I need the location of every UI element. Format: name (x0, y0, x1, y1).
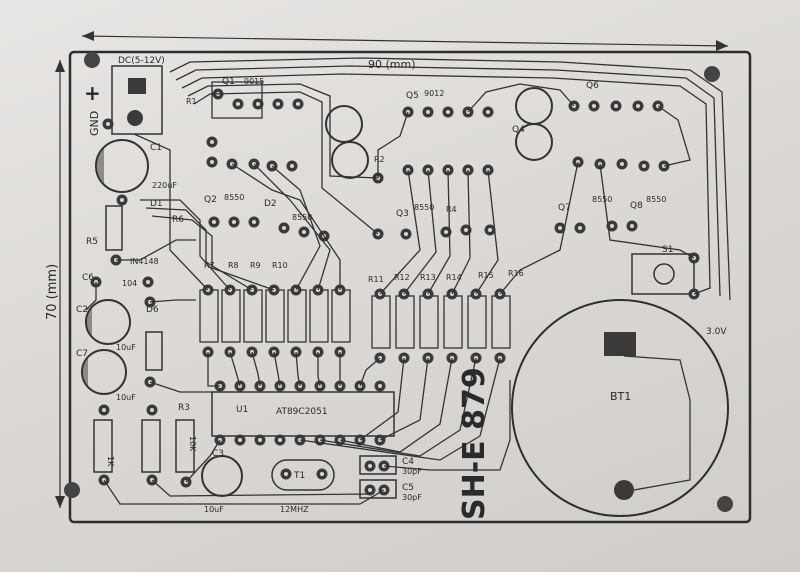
led-3 (515, 87, 553, 125)
label-104: 104 (122, 279, 137, 288)
label-c5: C5 (402, 483, 414, 493)
capacitor-c7 (81, 349, 127, 395)
mounting-hole (704, 66, 720, 82)
label-r1: R1 (186, 97, 197, 106)
label-q2: Q2 (204, 195, 217, 205)
label-d6: D6 (146, 305, 159, 315)
label-r11: R11 (368, 275, 384, 284)
label-r10: R10 (272, 261, 288, 270)
crystal-t1 (271, 459, 335, 491)
label-q8: Q8 (630, 201, 643, 211)
label-c5-value: 30pF (402, 493, 422, 502)
label-c2: C2 (76, 305, 88, 315)
label-r2: R2 (374, 155, 385, 164)
label-c2-value: 10uF (116, 343, 136, 352)
gnd-label: GND (88, 111, 101, 136)
mounting-hole (64, 482, 80, 498)
label-8550-a: 8550 (224, 193, 244, 202)
label-8550-e: 8550 (646, 195, 666, 204)
label-8550-d: 8550 (592, 195, 612, 204)
label-r8: R8 (228, 261, 239, 270)
led-1 (325, 105, 363, 143)
label-crystal: 12MHZ (280, 505, 309, 514)
resistor-array (199, 289, 511, 349)
plus-label: + (84, 81, 101, 105)
label-9012: 9012 (424, 89, 444, 98)
led-2 (331, 141, 369, 179)
mounting-hole (84, 52, 100, 68)
dim-height-label: 70 (mm) (45, 264, 60, 320)
label-q6: Q6 (586, 81, 599, 91)
label-r6: R6 (172, 215, 184, 225)
label-c3: C3 (212, 449, 224, 459)
label-r9: R9 (250, 261, 261, 270)
label-q7: Q7 (558, 203, 571, 213)
resistor-r1 (93, 419, 113, 473)
label-q4: Q4 (512, 125, 525, 135)
label-r7: R7 (204, 261, 215, 270)
dc-label: DC(5-12V) (118, 56, 165, 66)
label-c1: C1 (150, 143, 162, 153)
label-c4: C4 (402, 457, 414, 467)
transistor-q1 (211, 81, 263, 119)
label-r4: R4 (446, 205, 457, 214)
label-r12: R12 (394, 273, 410, 282)
traces (85, 57, 731, 505)
label-battery-v: 3.0V (706, 327, 727, 337)
battery-bt1 (511, 299, 729, 517)
label-d2: D2 (264, 199, 277, 209)
label-r1-value: 1K (106, 456, 115, 467)
board-outline (68, 50, 752, 524)
dim-width-label: 90 (mm) (368, 58, 416, 71)
dim-arrow-top (81, 35, 729, 47)
switch-s1 (631, 253, 695, 295)
label-q1: Q1 (222, 77, 235, 87)
label-c4-value: 30pF (402, 467, 422, 476)
label-c7-value: 10uF (116, 393, 136, 402)
label-c6: C6 (82, 273, 94, 283)
pads (90, 88, 700, 496)
capacitor-c4 (359, 455, 397, 475)
label-c3-value: 10uF (204, 505, 224, 514)
diode-d1 (105, 205, 123, 251)
label-c7: C7 (76, 349, 88, 359)
label-8550-b: 8550 (292, 213, 312, 222)
label-u1: U1 (236, 405, 248, 415)
mounting-hole (717, 496, 733, 512)
resistor-r2 (141, 419, 161, 473)
label-r14: R14 (446, 273, 462, 282)
capacitor-c1 (95, 139, 149, 193)
label-r15: R15 (478, 271, 494, 280)
label-r3: R3 (178, 403, 190, 413)
resistor-d6 (145, 331, 163, 371)
capacitor-c5 (359, 479, 397, 499)
label-c1-value: 220uF (152, 181, 177, 190)
label-r13: R13 (420, 273, 436, 282)
capacitor-c3 (201, 455, 243, 497)
label-in4148: IN4148 (130, 257, 159, 266)
capacitor-c2 (85, 299, 131, 345)
label-s1: S1 (662, 245, 673, 255)
label-9015: 9015 (244, 77, 264, 86)
label-q3: Q3 (396, 209, 409, 219)
board-title: SH-E 879 (457, 367, 492, 520)
power-jack (111, 65, 163, 135)
label-ic: AT89C2051 (276, 407, 328, 417)
label-r16: R16 (508, 269, 524, 278)
led-4 (515, 123, 553, 161)
label-r5: R5 (86, 237, 98, 247)
resistor-r3 (175, 419, 195, 473)
label-bt1: BT1 (610, 390, 631, 403)
label-q5: Q5 (406, 91, 419, 101)
label-8550-c: 8550 (414, 203, 434, 212)
label-r3-value: 10K (188, 436, 197, 452)
label-d1: D1 (150, 199, 163, 209)
label-t1: T1 (293, 471, 305, 481)
